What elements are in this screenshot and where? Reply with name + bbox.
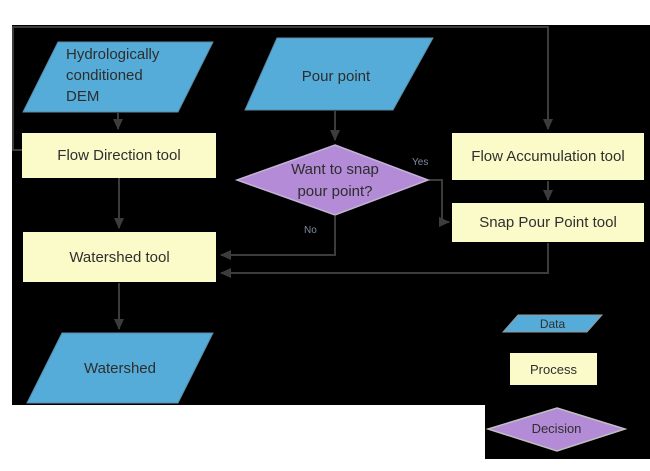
- node-flow-accumulation: Flow Accumulation tool: [452, 133, 644, 180]
- edge-decision-yes-to-snap: [429, 179, 450, 227]
- dem-parallelogram: [22, 41, 214, 113]
- node-dem-label-line2: conditioned: [66, 67, 143, 84]
- legend-decision-diamond: [485, 407, 628, 452]
- watershed-parallelogram: [26, 332, 214, 404]
- edge-decision-no-to-watershedtool: [220, 216, 336, 260]
- edge-snap-to-watershedtool: [220, 243, 549, 278]
- legend-process-box: Process: [510, 353, 597, 385]
- node-watershed-label: Watershed: [84, 360, 156, 377]
- edge-label-yes: Yes: [412, 157, 429, 168]
- edge-flowdirection-to-flowaccumulation: [12, 26, 553, 151]
- node-dem-label-line3: DEM: [66, 88, 100, 105]
- node-decision-label-line1: Want to snap: [291, 161, 379, 178]
- node-dem-label: Hydrologically conditioned DEM: [66, 44, 196, 107]
- node-watershed-tool: Watershed tool: [23, 232, 216, 282]
- node-decision-label: Want to snap pour point?: [247, 159, 423, 203]
- node-flow-accumulation-label: Flow Accumulation tool: [471, 148, 625, 165]
- decision-diamond: [234, 144, 431, 216]
- node-watershed-tool-label: Watershed tool: [69, 248, 170, 266]
- node-pour-point-label: Pour point: [301, 68, 371, 85]
- node-dem-label-line1: Hydrologically: [66, 46, 160, 63]
- pour-point-parallelogram: [244, 37, 434, 111]
- node-flow-direction-label: Flow Direction tool: [57, 147, 181, 164]
- legend-decision-label: Decision: [531, 421, 582, 436]
- node-snap-pour-point-label: Snap Pour Point tool: [479, 214, 617, 231]
- legend-data-label: Data: [539, 317, 566, 331]
- edge-label-no: No: [304, 225, 317, 236]
- node-flow-direction: Flow Direction tool: [22, 133, 216, 178]
- legend-data-parallelogram: [501, 314, 604, 333]
- node-snap-pour-point: Snap Pour Point tool: [452, 203, 644, 242]
- legend-process-label: Process: [530, 361, 577, 377]
- node-decision-label-line2: pour point?: [297, 183, 373, 200]
